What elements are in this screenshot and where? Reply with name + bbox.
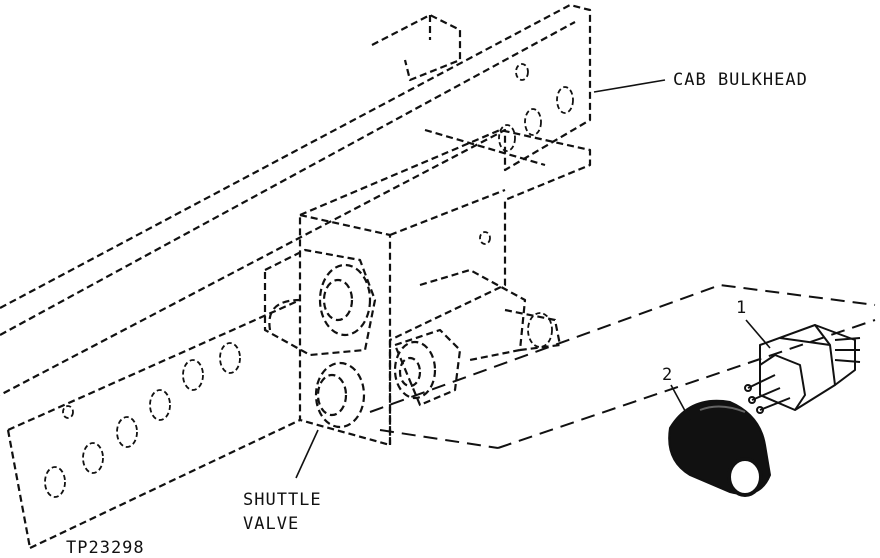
figure-id-label: TP23298 [66,538,145,558]
pressure-switch-part-1 [744,324,861,414]
callout-number-2: 2 [662,365,674,385]
exploded-callout-lines [369,283,876,449]
shuttle-valve-body [263,128,592,447]
valve-label: VALVE [243,514,300,534]
boot-cap-part-2 [668,399,772,497]
shuttle-label: SHUTTLE [243,490,322,510]
leader-lines [295,79,771,479]
callout-number-1: 1 [736,298,748,318]
cab-bulkhead-plate [0,3,592,549]
cab-bulkhead-label: CAB BULKHEAD [673,70,808,90]
